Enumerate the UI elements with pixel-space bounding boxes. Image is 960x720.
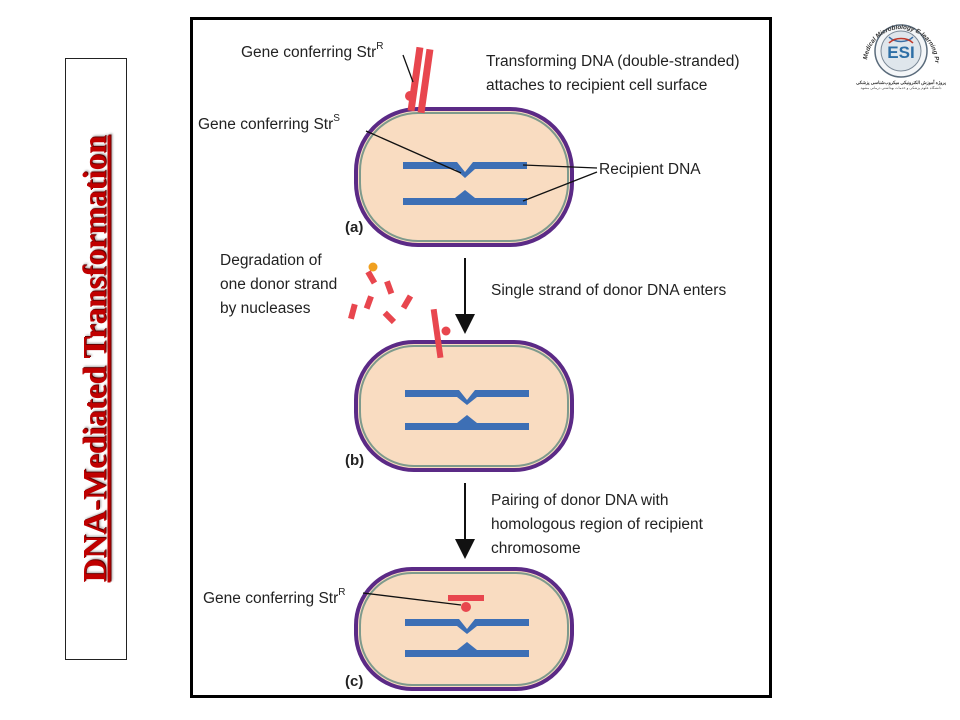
- cell-b-wall: [354, 340, 574, 472]
- cell-b-entering-strand: [430, 308, 451, 359]
- degraded-fragments: [348, 262, 414, 325]
- logo-caption-2: دانشگاه علوم پزشکی و خدمات بهداشتی درمان…: [860, 85, 941, 90]
- label-degradation-2: one donor strand: [220, 276, 337, 293]
- leader-str-s-a: [365, 130, 462, 174]
- label-panel-a: (a): [345, 219, 363, 236]
- cell-b: (b): [345, 308, 574, 472]
- leader-str-r-c: [362, 592, 462, 606]
- label-single-strand: Single strand of donor DNA enters: [491, 282, 726, 299]
- leader-recipient-1: [522, 164, 598, 169]
- label-pairing-3: chromosome: [491, 540, 581, 557]
- label-degradation-3: by nucleases: [220, 300, 311, 317]
- cell-c-recipient-dna: [405, 619, 529, 657]
- label-gene-str-r-c: Gene conferring StrR: [203, 587, 346, 607]
- cell-c-donor-fragment: [448, 595, 484, 612]
- cell-a: Gene conferring StrR Gene conferring Str…: [198, 41, 740, 247]
- leader-recipient-2: [522, 171, 598, 202]
- cell-b-recipient-dna: [405, 390, 529, 430]
- logo-inner-letters: ESI: [887, 43, 914, 62]
- title-frame: [65, 58, 127, 660]
- cell-a-donor-dna: [405, 46, 434, 114]
- label-transforming-1: Transforming DNA (double-stranded): [486, 53, 740, 70]
- cell-c-membrane: [359, 572, 569, 686]
- logo-helix-icon: [888, 36, 914, 43]
- label-gene-str-r-a: Gene conferring StrR: [241, 41, 384, 61]
- transformation-diagram: Gene conferring StrR Gene conferring Str…: [198, 41, 740, 691]
- project-logo: Medical Microbiology E-learning Project …: [853, 8, 947, 91]
- cell-b-membrane: [359, 345, 569, 467]
- cell-a-recipient-dna: [403, 162, 527, 205]
- logo-caption-1: پروژه آموزش الکترونیکی میکروب‌شناسی پزشک…: [856, 79, 947, 86]
- label-transforming-2: attaches to recipient cell surface: [486, 77, 707, 94]
- page-title: DNA-Mediated Transformation: [77, 135, 114, 583]
- label-pairing-1: Pairing of donor DNA with: [491, 492, 668, 509]
- label-recipient-dna: Recipient DNA: [599, 161, 701, 178]
- label-pairing-2: homologous region of recipient: [491, 516, 704, 533]
- label-degradation-1: Degradation of: [220, 252, 322, 269]
- label-panel-b: (b): [345, 452, 364, 469]
- leader-str-r-a: [402, 54, 414, 83]
- diagram-panel: Gene conferring StrR Gene conferring Str…: [190, 17, 772, 698]
- label-panel-c: (c): [345, 673, 363, 690]
- logo-emblem: Medical Microbiology E-learning Project …: [853, 8, 947, 90]
- cell-a-membrane: [359, 112, 569, 242]
- label-gene-str-s-a: Gene conferring StrS: [198, 113, 340, 133]
- cell-c: Gene conferring StrR (c): [203, 567, 574, 691]
